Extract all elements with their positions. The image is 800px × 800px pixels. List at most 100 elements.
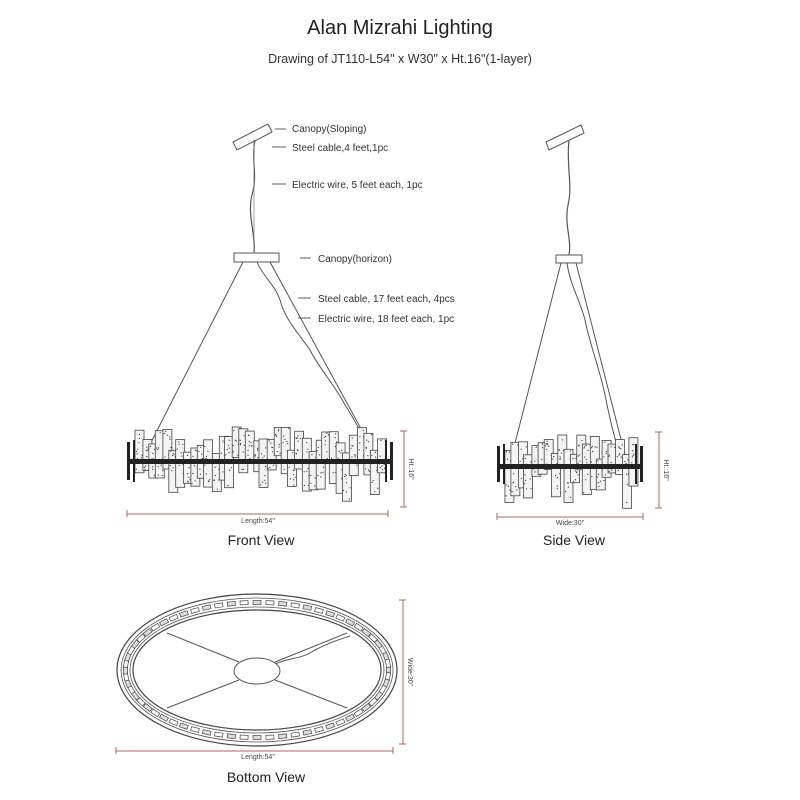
crystal-texture-dot	[176, 448, 178, 450]
chain-link	[335, 718, 346, 727]
front-ring-bar	[127, 459, 393, 464]
crystal-texture-dot	[569, 496, 572, 498]
crystal-texture-dot	[286, 440, 288, 443]
crystal-texture-dot	[368, 470, 370, 472]
crystal-texture-dot	[610, 446, 612, 448]
crystal-texture-dot	[591, 447, 593, 449]
crystal-texture-dot	[160, 464, 162, 466]
crystal-texture-dot	[163, 433, 165, 435]
crystal-texture-dot	[228, 444, 230, 446]
crystal-rod	[342, 452, 352, 502]
crystal-texture-dot	[169, 464, 171, 467]
chain-link	[214, 731, 224, 738]
crystal-texture-dot	[172, 452, 174, 454]
crystal-texture-dot	[596, 446, 598, 448]
crystal-texture-dot	[214, 466, 216, 468]
crystal-texture-dot	[592, 451, 594, 453]
crystal-texture-dot	[552, 458, 554, 460]
crystal-texture-dot	[199, 468, 201, 470]
crystal-texture-dot	[232, 445, 234, 447]
crystal-texture-dot	[578, 444, 580, 446]
crystal-texture-dot	[597, 482, 600, 484]
crystal-texture-dot	[345, 475, 347, 477]
crystal-texture-dot	[524, 483, 526, 485]
crystal-texture-dot	[322, 471, 324, 474]
crystal-texture-dot	[545, 443, 547, 445]
crystal-texture-dot	[336, 441, 338, 443]
front-height-label: Ht.:16"	[407, 458, 414, 480]
chain-link	[314, 726, 324, 733]
front-canopy-sloping	[232, 123, 273, 151]
crystal-texture-dot	[340, 452, 342, 454]
crystal-texture-dot	[546, 443, 548, 445]
crystal-texture-dot	[241, 469, 243, 471]
side-upper-wire	[566, 140, 571, 256]
crystal-texture-dot	[180, 452, 182, 454]
crystal-texture-dot	[170, 450, 172, 452]
bottom-center-canopy	[233, 657, 281, 685]
crystal-texture-dot	[178, 441, 180, 443]
crystal-texture-dot	[365, 468, 367, 470]
crystal-texture-dot	[572, 457, 574, 459]
chain-link	[150, 622, 161, 632]
callout-canopy-horizon: Canopy(horizon)	[318, 254, 392, 265]
crystal-texture-dot	[243, 444, 245, 446]
crystal-texture-dot	[575, 457, 577, 459]
crystal-texture-dot	[513, 473, 515, 475]
bottom-view-label: Bottom View	[227, 769, 306, 785]
crystal-texture-dot	[303, 471, 305, 473]
crystal-texture-dot	[587, 449, 589, 452]
crystal-texture-dot	[579, 454, 581, 456]
crystal-texture-dot	[376, 470, 378, 472]
crystal-texture-dot	[614, 446, 616, 449]
crystal-texture-dot	[237, 454, 239, 456]
crystal-texture-dot	[278, 428, 280, 430]
chain-link	[265, 600, 275, 606]
crystal-texture-dot	[288, 466, 290, 468]
crystal-texture-dot	[338, 450, 340, 453]
crystal-texture-dot	[136, 453, 138, 455]
crystal-texture-dot	[608, 454, 611, 456]
crystal-texture-dot	[314, 477, 316, 479]
crystal-texture-dot	[362, 429, 364, 432]
crystal-texture-dot	[320, 476, 322, 478]
crystal-texture-dot	[152, 452, 154, 454]
crystal-texture-dot	[214, 474, 216, 477]
crystal-texture-dot	[192, 455, 194, 457]
crystal-texture-dot	[581, 439, 583, 442]
crystal-texture-dot	[201, 458, 204, 460]
bottom-view: Length:54" Wide:30" Bottom View	[115, 593, 413, 785]
crystal-texture-dot	[205, 457, 207, 459]
crystal-texture-dot	[310, 475, 312, 477]
crystal-texture-dot	[157, 474, 159, 476]
crystal-texture-dot	[198, 450, 200, 452]
chain-link	[302, 604, 313, 611]
front-ring-end-left	[127, 442, 130, 480]
callout-electric-wire-short: Electric wire, 5 feet each, 1pc	[292, 180, 423, 191]
crystal-texture-dot	[365, 446, 367, 448]
crystal-texture-dot	[633, 453, 635, 455]
crystal-texture-dot	[135, 468, 137, 470]
crystal-texture-dot	[317, 446, 319, 449]
crystal-texture-dot	[191, 483, 193, 485]
chain-link	[214, 602, 224, 609]
crystal-texture-dot	[631, 450, 634, 452]
crystal-texture-dot	[349, 487, 351, 489]
crystal-texture-dot	[358, 449, 360, 451]
front-height-dimension	[400, 430, 407, 508]
crystal-texture-dot	[282, 442, 284, 444]
side-ring-bar	[497, 464, 643, 469]
crystal-texture-dot	[367, 469, 370, 471]
crystal-texture-dot	[213, 479, 215, 481]
crystal-texture-dot	[530, 461, 532, 463]
crystal-texture-dot	[586, 462, 588, 464]
crystal-texture-dot	[577, 462, 579, 464]
drawing-subtitle: Drawing of JT110-L54" x W30" x Ht.16"(1-…	[268, 52, 532, 66]
crystal-texture-dot	[335, 433, 337, 435]
crystal-texture-dot	[204, 445, 206, 448]
crystal-texture-dot	[567, 486, 570, 488]
crystal-texture-dot	[556, 485, 558, 487]
crystal-texture-dot	[508, 451, 511, 453]
crystal-texture-dot	[619, 453, 621, 455]
crystal-texture-dot	[326, 451, 328, 453]
